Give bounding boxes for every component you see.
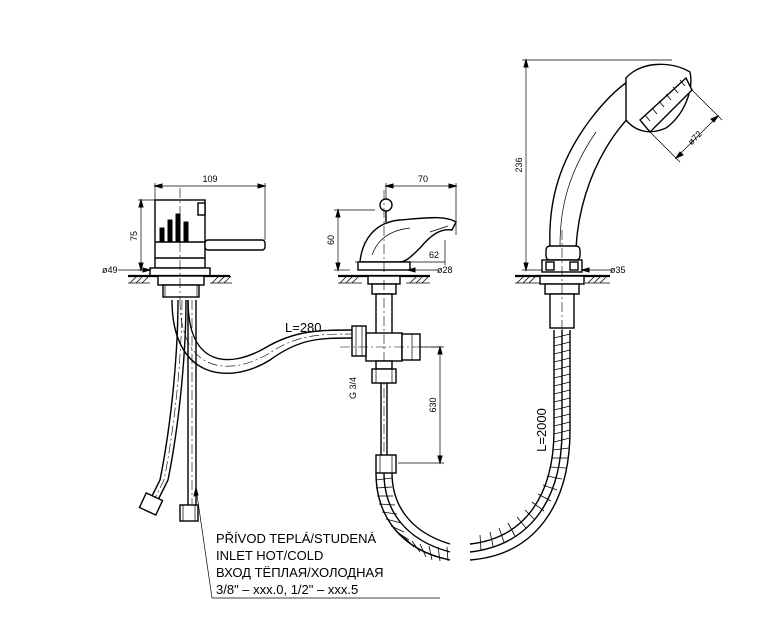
dim-supply-height: 630 (428, 397, 438, 412)
dim-shower-hose-length: L=2000 (534, 408, 549, 452)
supply-hoses (138, 299, 199, 522)
dim-shower-height: 236 (514, 157, 524, 172)
note-leader (193, 486, 440, 599)
dim-mixer-height: 75 (129, 231, 139, 241)
dim-spout-base-dia: ø28 (437, 265, 453, 275)
note-line-1: PŘÍVOD TEPLÁ/STUDENÁ (216, 531, 376, 546)
inlet-note: PŘÍVOD TEPLÁ/STUDENÁ INLET HOT/COLD ВХОД… (216, 531, 384, 597)
note-line-2: INLET HOT/COLD (216, 548, 323, 563)
dim-mixer-width: 109 (202, 174, 217, 184)
dim-connection-hose: L=280 (285, 320, 322, 335)
note-line-3: ВХОД ТЁПЛАЯ/ХОЛОДНАЯ (216, 565, 384, 580)
shower-hose: L=2000 (375, 330, 571, 562)
connection-hose: L=280 (171, 299, 356, 374)
dim-shower-head-dia: ø72 (686, 129, 704, 147)
note-line-4: 3/8" – xxx.0, 1/2" – xxx.5 (216, 582, 358, 597)
dim-spout-reach: 70 (418, 174, 428, 184)
dim-shower-base-dia: ø35 (610, 265, 626, 275)
dim-mixer-base-dia: ø49 (102, 265, 118, 275)
hand-shower-assembly: 236 ø72 (514, 58, 723, 330)
spout-assembly: 70 60 62 ø28 (326, 174, 458, 474)
dim-spout-offset: 62 (429, 250, 439, 260)
mixer-assembly: 109 75 ø49 (102, 174, 267, 300)
dim-spout-height: 60 (326, 235, 336, 245)
dim-thread-size: G 3/4 (348, 377, 358, 399)
